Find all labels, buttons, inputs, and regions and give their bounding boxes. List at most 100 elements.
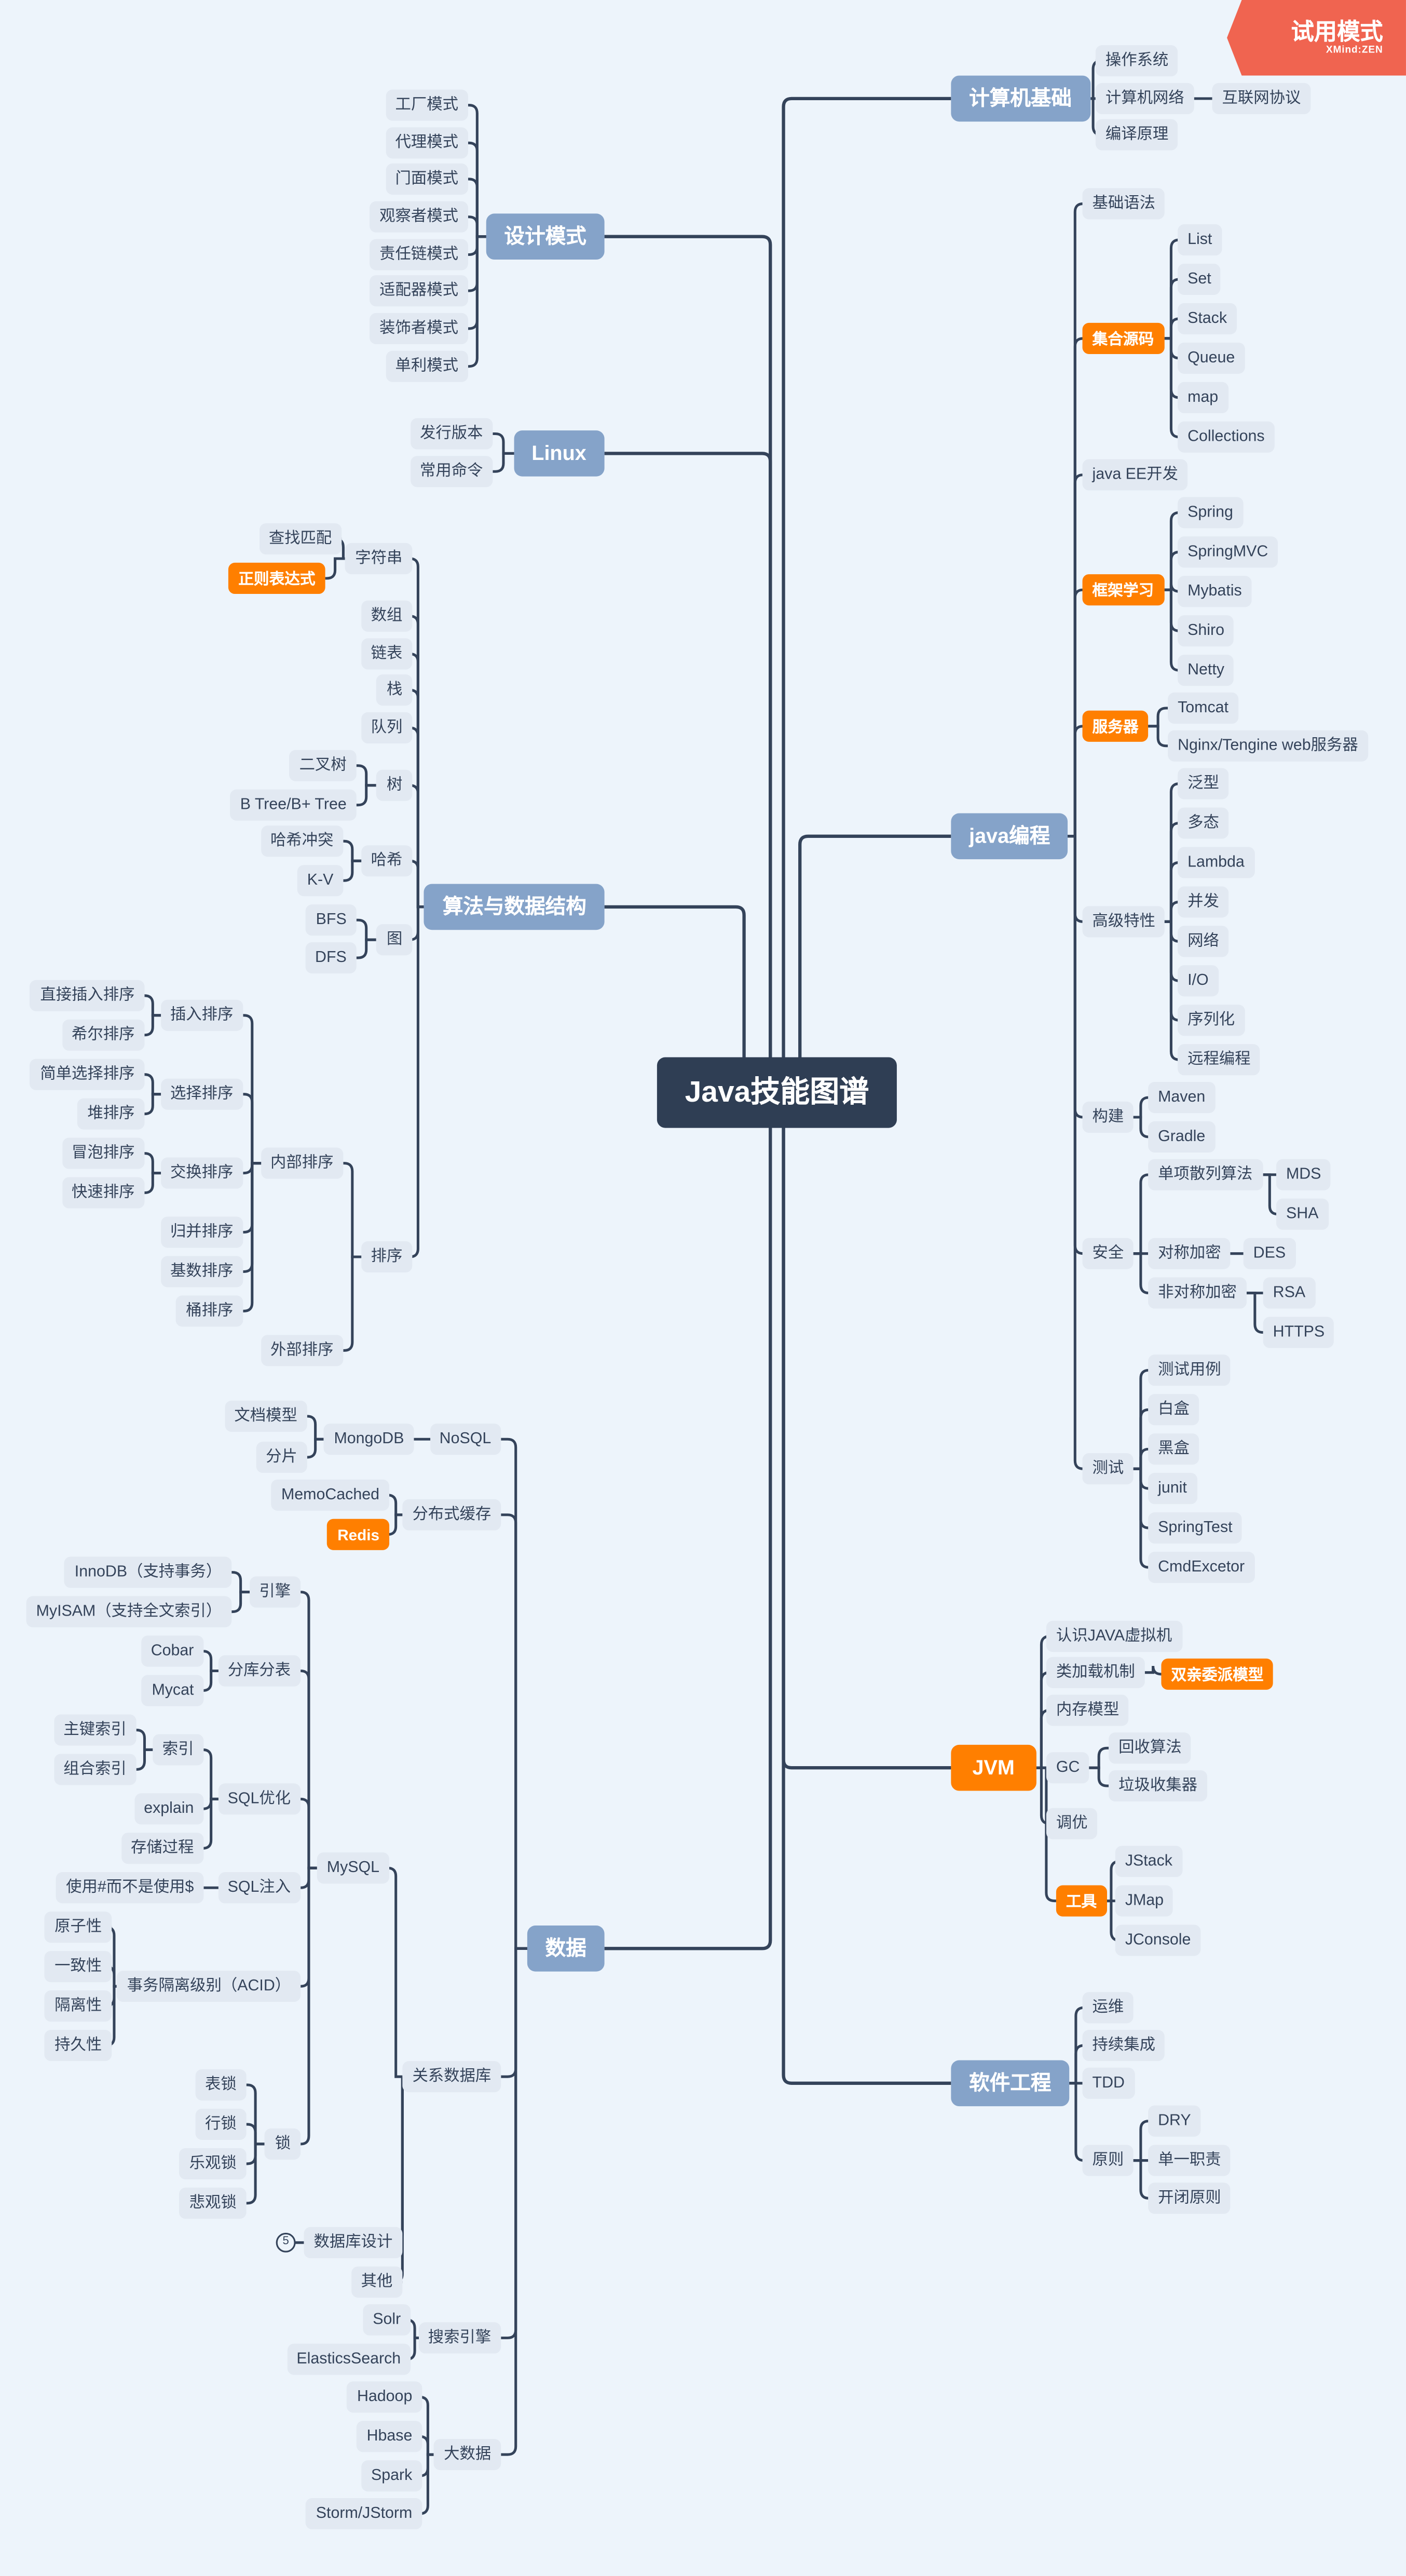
subtopic[interactable]: 门面模式 [385, 163, 468, 195]
subtopic[interactable]: 高级特性 [1082, 906, 1165, 938]
leaf-topic[interactable]: 交换排序 [160, 1157, 243, 1189]
leaf-topic[interactable]: 网络 [1178, 926, 1229, 957]
leaf-topic[interactable]: Spark [361, 2460, 422, 2492]
leaf-topic[interactable]: 对称加密 [1148, 1238, 1231, 1269]
subtopic[interactable]: 队列 [361, 712, 413, 744]
subtopic[interactable]: 大数据 [434, 2438, 501, 2471]
subtopic[interactable]: 代理模式 [385, 127, 468, 159]
main-topic[interactable]: 算法与数据结构 [425, 884, 605, 930]
leaf-topic[interactable]: Set [1178, 263, 1221, 295]
leaf-topic[interactable]: 快速排序 [62, 1177, 145, 1209]
leaf-topic[interactable]: 主键索引 [53, 1714, 136, 1746]
leaf-topic[interactable]: SHA [1276, 1198, 1329, 1230]
leaf-topic[interactable]: Solr [363, 2304, 411, 2336]
subtopic[interactable]: 常用命令 [409, 456, 493, 487]
leaf-topic[interactable]: SpringMVC [1178, 536, 1278, 568]
subtopic[interactable]: 树 [377, 769, 413, 801]
leaf-topic[interactable]: 测试用例 [1148, 1354, 1231, 1386]
leaf-topic[interactable]: JMap [1115, 1885, 1174, 1917]
leaf-topic[interactable]: 简单选择排序 [30, 1059, 145, 1090]
leaf-topic[interactable]: MemoCached [271, 1479, 390, 1511]
subtopic[interactable]: 构建 [1082, 1101, 1134, 1133]
leaf-topic[interactable]: 基数排序 [160, 1256, 243, 1287]
trial-mode-badge[interactable]: 试用模式 XMind:ZEN [1227, 0, 1406, 76]
leaf-topic[interactable]: Collections [1178, 421, 1275, 453]
subtopic[interactable]: 装饰者模式 [370, 313, 468, 345]
leaf-topic[interactable]: JStack [1115, 1846, 1182, 1877]
leaf-topic[interactable]: 内部排序 [261, 1147, 344, 1179]
leaf-topic[interactable]: 桶排序 [176, 1295, 243, 1327]
main-topic[interactable]: 数据 [527, 1926, 605, 1972]
leaf-topic[interactable]: 单项散列算法 [1148, 1159, 1263, 1190]
leaf-topic[interactable]: map [1178, 382, 1228, 413]
leaf-topic[interactable]: CmdExcetor [1148, 1552, 1255, 1583]
subtopic[interactable]: 安全 [1082, 1238, 1134, 1269]
leaf-topic[interactable]: 非对称加密 [1148, 1277, 1247, 1309]
leaf-topic[interactable]: 直接插入排序 [30, 980, 145, 1011]
leaf-topic[interactable]: DFS [305, 942, 357, 974]
subtopic[interactable]: 内存模型 [1046, 1694, 1129, 1726]
subtopic[interactable]: 调优 [1046, 1808, 1098, 1839]
leaf-topic[interactable]: 存储过程 [121, 1833, 204, 1864]
leaf-topic[interactable]: 索引 [152, 1734, 204, 1766]
subtopic[interactable]: 分布式缓存 [402, 1499, 501, 1530]
subtopic[interactable]: java EE开发 [1082, 459, 1188, 491]
leaf-topic[interactable]: 隔离性 [45, 1990, 112, 2022]
leaf-topic[interactable]: 垃圾收集器 [1109, 1770, 1207, 1802]
leaf-topic[interactable]: Redis [327, 1519, 390, 1550]
leaf-topic[interactable]: 查找匹配 [258, 523, 342, 555]
leaf-topic[interactable]: HTTPS [1263, 1317, 1335, 1348]
leaf-topic[interactable]: DES [1243, 1238, 1296, 1269]
central-topic[interactable]: Java技能图谱 [657, 1057, 897, 1128]
leaf-topic[interactable]: 外部排序 [261, 1335, 344, 1366]
leaf-topic[interactable]: Nginx/Tengine web服务器 [1168, 730, 1368, 762]
leaf-topic[interactable]: 黑盒 [1148, 1433, 1199, 1465]
leaf-topic[interactable]: 行锁 [195, 2108, 247, 2140]
leaf-topic[interactable]: 二叉树 [289, 750, 357, 781]
leaf-topic[interactable]: Storm/JStorm [306, 2498, 422, 2530]
leaf-topic[interactable]: 堆排序 [77, 1098, 145, 1130]
subtopic[interactable]: 集合源码 [1082, 322, 1164, 354]
leaf-topic[interactable]: SQL注入 [217, 1872, 301, 1904]
subtopic[interactable]: 栈 [377, 674, 413, 706]
leaf-topic[interactable]: Cobar [141, 1635, 204, 1667]
leaf-topic[interactable]: 乐观锁 [179, 2148, 247, 2179]
leaf-topic[interactable]: 泛型 [1178, 768, 1229, 799]
main-topic[interactable]: 设计模式 [486, 213, 605, 260]
leaf-topic[interactable]: 回收算法 [1109, 1732, 1192, 1764]
leaf-topic[interactable]: Lambda [1178, 847, 1254, 878]
leaf-topic[interactable]: 归并排序 [160, 1216, 243, 1248]
leaf-topic[interactable]: List [1178, 224, 1222, 256]
subtopic[interactable]: 排序 [361, 1241, 413, 1273]
leaf-topic[interactable]: explain [134, 1793, 204, 1825]
leaf-topic[interactable]: B Tree/B+ Tree [230, 789, 357, 821]
subtopic[interactable]: 观察者模式 [370, 201, 468, 233]
subtopic[interactable]: 单利模式 [385, 350, 468, 382]
leaf-topic[interactable]: 组合索引 [53, 1754, 136, 1785]
subtopic[interactable]: 工厂模式 [385, 89, 468, 121]
main-topic[interactable]: JVM [951, 1744, 1036, 1791]
subtopic[interactable]: 原则 [1082, 2145, 1134, 2176]
leaf-topic[interactable]: 表锁 [195, 2069, 247, 2101]
leaf-topic[interactable]: Shiro [1178, 615, 1234, 647]
leaf-topic[interactable]: 白盒 [1148, 1394, 1199, 1426]
leaf-topic[interactable]: MySQL [317, 1852, 390, 1884]
leaf-topic[interactable]: 事务隔离级别（ACID） [117, 1971, 301, 2002]
leaf-topic[interactable]: SpringTest [1148, 1512, 1243, 1544]
leaf-topic[interactable]: 选择排序 [160, 1078, 243, 1110]
subtopic[interactable]: 编译原理 [1095, 119, 1179, 151]
subtopic[interactable]: 基础语法 [1082, 188, 1165, 220]
leaf-topic[interactable]: Hadoop [347, 2381, 422, 2413]
leaf-topic[interactable]: 锁 [265, 2128, 301, 2160]
main-topic[interactable]: 计算机基础 [951, 75, 1090, 122]
leaf-topic[interactable]: SQL优化 [217, 1783, 301, 1815]
leaf-topic[interactable]: Hbase [357, 2421, 422, 2452]
leaf-topic[interactable]: Stack [1178, 303, 1237, 335]
subtopic[interactable]: 图 [377, 924, 413, 956]
leaf-topic[interactable]: 哈希冲突 [261, 825, 344, 857]
main-topic[interactable]: Linux [513, 430, 605, 477]
subtopic[interactable]: 持续集成 [1082, 2029, 1165, 2062]
leaf-topic[interactable]: Queue [1178, 342, 1245, 374]
leaf-topic[interactable]: BFS [306, 904, 357, 936]
subtopic[interactable]: 搜索引擎 [418, 2322, 501, 2354]
